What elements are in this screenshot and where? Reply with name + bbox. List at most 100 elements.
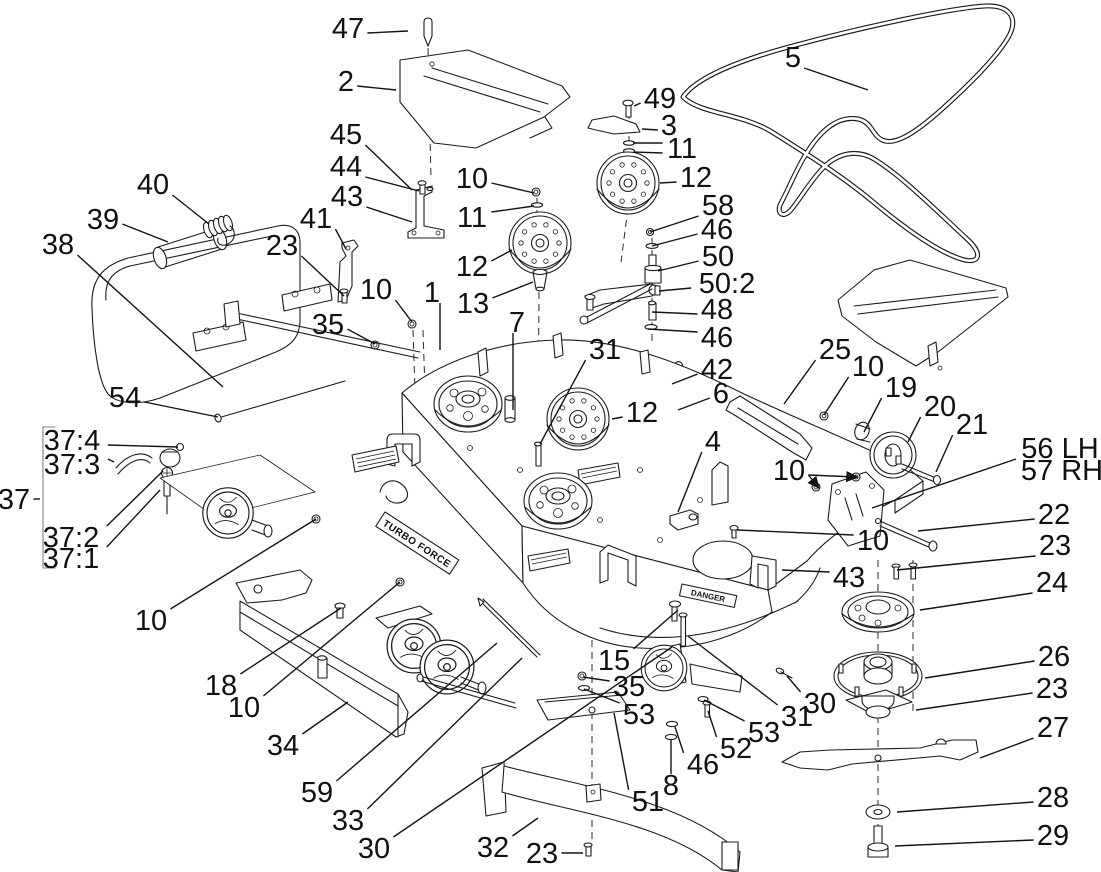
callout-46: 46 [647, 322, 733, 354]
callout-10: 10 [360, 274, 413, 323]
callout-50: 50 [657, 241, 734, 273]
callout-label-31: 31 [589, 334, 621, 366]
callout-label-37: 37 [0, 484, 30, 516]
callout-label-37-4: 37:4 [44, 425, 100, 457]
callout-53: 53 [703, 699, 780, 749]
callout-label-50: 50 [702, 241, 734, 273]
callout-35: 35 [312, 309, 376, 345]
callout-label-47: 47 [332, 13, 364, 45]
warning-decal-1 [351, 445, 400, 473]
callout-label-13: 13 [457, 288, 489, 320]
callout-label-1: 1 [424, 277, 440, 309]
callout-label-10: 10 [857, 525, 889, 557]
callout-label-12: 12 [680, 162, 712, 194]
callout-label-53: 53 [748, 717, 780, 749]
callout-12: 12 [611, 397, 658, 429]
callout-label-37-3: 37:3 [44, 449, 100, 481]
callout-label-37-1: 37:1 [43, 543, 99, 575]
callout-label-11: 11 [457, 202, 487, 234]
callout-label-12: 12 [626, 397, 658, 429]
callout-label-25: 25 [819, 334, 851, 366]
callout-label-48: 48 [701, 294, 733, 326]
idler-mount-bracket [407, 180, 445, 239]
callout-48: 48 [651, 294, 733, 326]
callout-8: 8 [663, 740, 679, 802]
callout-10: 10 [456, 163, 535, 195]
callout-label-39: 39 [87, 204, 119, 236]
callout-label-56-lh: 56 LH [1021, 433, 1098, 465]
skid-plate-51 [536, 691, 631, 721]
callout-26: 26 [924, 641, 1070, 679]
callout-label-23: 23 [526, 838, 558, 870]
callout-label-28: 28 [1037, 782, 1069, 814]
turbo-force-decal: TURBO FORCE [375, 511, 460, 575]
callout-40: 40 [137, 169, 210, 225]
warning-decal-3 [527, 548, 571, 572]
rear-deflector-right [837, 259, 1009, 371]
callout-label-43: 43 [833, 562, 865, 594]
drive-belt [680, 3, 1016, 263]
rods-59-33 [416, 597, 541, 709]
callout-43: 43 [781, 562, 865, 594]
callout-46: 46 [651, 214, 733, 247]
callout-10: 10 [736, 525, 889, 557]
callout-label-35: 35 [613, 671, 645, 703]
hinge-pin-47 [423, 17, 433, 47]
callout-label-33: 33 [332, 805, 364, 837]
right-caster-assembly [577, 600, 793, 741]
callout-57-rh: 57 RH [1021, 455, 1101, 487]
callout-31: 31 [687, 635, 813, 733]
callout-41: 41 [300, 203, 347, 250]
callout-1: 1 [424, 277, 441, 350]
callout-11: 11 [633, 133, 697, 165]
callout-43: 43 [331, 181, 413, 223]
callout-label-18: 18 [205, 670, 237, 702]
callout-38: 38 [42, 229, 224, 388]
callout-23: 23 [526, 838, 583, 870]
callout-label-6: 6 [713, 378, 729, 410]
callout-10: 10 [228, 581, 401, 724]
roller-spring-40 [202, 214, 235, 246]
left-shield-assembly [91, 214, 421, 423]
turbo-force-text: TURBO FORCE [380, 518, 452, 570]
callout-label-23: 23 [1036, 673, 1068, 705]
callout-label-40: 40 [137, 169, 169, 201]
danger-decal: DANGER [678, 583, 738, 608]
callout-51: 51 [613, 712, 664, 818]
callout-44: 44 [330, 151, 420, 192]
callout-45: 45 [330, 119, 413, 191]
callout-54: 54 [109, 382, 219, 418]
discharge-chute-32 [481, 761, 741, 872]
callout-15: 15 [598, 609, 679, 677]
right-idler-stack [584, 99, 661, 311]
callout-23: 23 [896, 530, 1071, 571]
callout-23: 23 [266, 230, 345, 297]
pivot-hardware-stack [579, 227, 662, 330]
callout-label-44: 44 [330, 151, 362, 183]
callout-label-10: 10 [360, 274, 392, 306]
callout-label-24: 24 [1036, 567, 1068, 599]
callout-12: 12 [456, 249, 513, 283]
callout-34: 34 [267, 701, 349, 762]
group-37 [42, 426, 185, 569]
callout-label-46: 46 [701, 322, 733, 354]
callout-35: 35 [582, 671, 645, 703]
callout-label-19: 19 [885, 372, 917, 404]
callout-label-31: 31 [781, 701, 813, 733]
callout-label-54: 54 [109, 382, 141, 414]
callout-label-37-2: 37:2 [43, 522, 99, 554]
callout-42: 42 [671, 354, 733, 386]
callout-30: 30 [786, 675, 836, 720]
spindle-pulley-front [523, 472, 593, 530]
callout-label-12: 12 [456, 251, 488, 283]
callout-label-20: 20 [924, 391, 956, 423]
callout-label-21: 21 [956, 409, 988, 441]
callout-59: 59 [301, 642, 498, 809]
callout-label-26: 26 [1038, 641, 1070, 673]
callout-12: 12 [659, 162, 712, 194]
support-channel-34 [235, 569, 409, 738]
pin-31 [533, 441, 543, 467]
callout-32: 32 [477, 817, 539, 864]
